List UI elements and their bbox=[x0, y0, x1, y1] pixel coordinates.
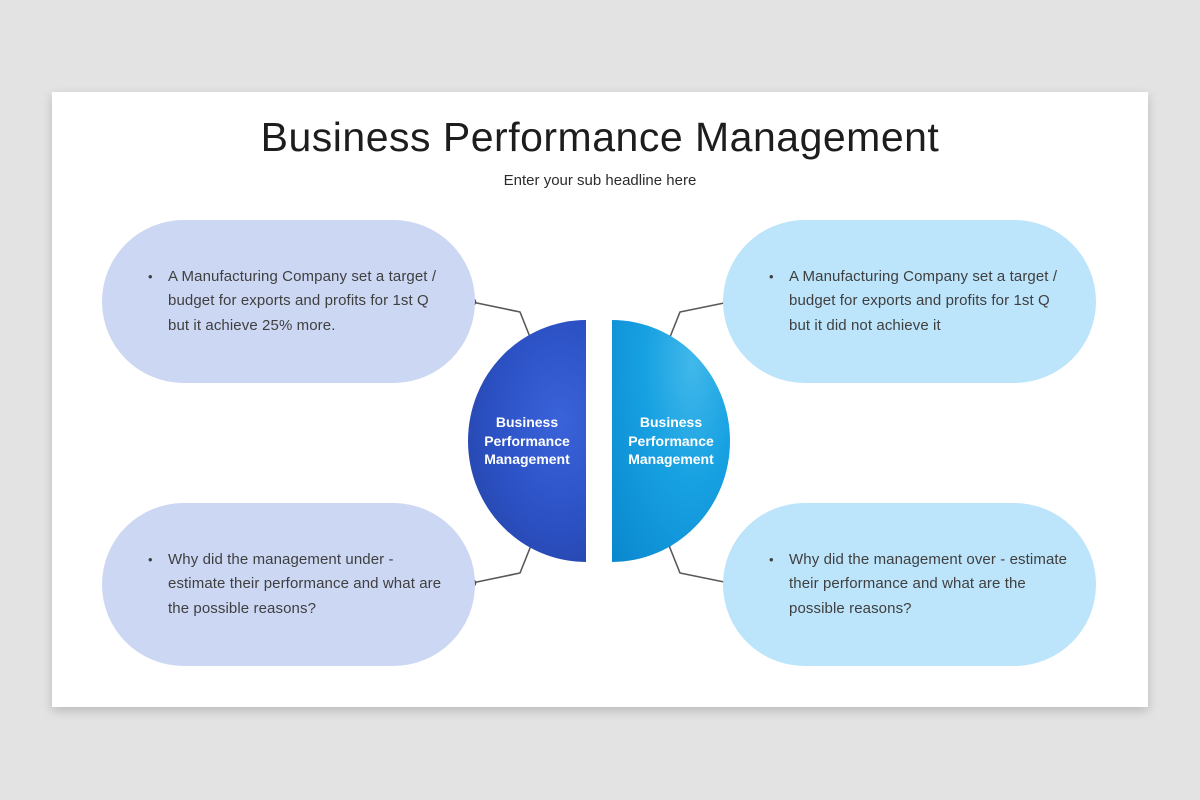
bullet-icon: • bbox=[769, 268, 774, 284]
half-circle-left-label: Business Performance Management bbox=[484, 414, 570, 468]
bubble-bottom-right: • Why did the management over - estimate… bbox=[723, 503, 1096, 666]
connector-bottom-left bbox=[467, 538, 537, 588]
page-subtitle: Enter your sub headline here bbox=[503, 172, 697, 189]
bullet-icon: • bbox=[148, 551, 153, 567]
half-circle-right: Business Performance Management bbox=[612, 320, 730, 562]
bubble-top-right: • A Manufacturing Company set a target /… bbox=[723, 220, 1096, 383]
bubble-bottom-right-content: • Why did the management over - estimate… bbox=[723, 548, 1075, 622]
half-circle-right-label: Business Performance Management bbox=[628, 414, 714, 468]
bubble-bottom-left-text: Why did the management under - estimate … bbox=[168, 550, 442, 617]
bullet-icon: • bbox=[148, 268, 153, 284]
bubble-bottom-right-text: Why did the management over - estimate t… bbox=[789, 550, 1068, 617]
connector-top-left-line bbox=[471, 301, 533, 343]
bubble-top-right-text: A Manufacturing Company set a target / b… bbox=[789, 267, 1058, 334]
connector-top-right-line bbox=[667, 301, 730, 343]
bubble-top-left-content: • A Manufacturing Company set a target /… bbox=[102, 265, 448, 339]
connector-bottom-right-line bbox=[667, 542, 730, 584]
half-circle-left: Business Performance Management bbox=[468, 320, 586, 562]
bubble-bottom-left: • Why did the management under - estimat… bbox=[102, 503, 475, 666]
bubble-top-right-content: • A Manufacturing Company set a target /… bbox=[723, 265, 1069, 339]
bubble-top-left: • A Manufacturing Company set a target /… bbox=[102, 220, 475, 383]
page-title: Business Performance Management bbox=[260, 114, 940, 160]
bubble-bottom-left-content: • Why did the management under - estimat… bbox=[102, 548, 448, 622]
bubble-top-left-text: A Manufacturing Company set a target / b… bbox=[168, 267, 437, 334]
slide-canvas: Business Performance Management Enter yo… bbox=[52, 92, 1148, 707]
bullet-icon: • bbox=[769, 551, 774, 567]
connector-bottom-left-line bbox=[471, 542, 533, 584]
